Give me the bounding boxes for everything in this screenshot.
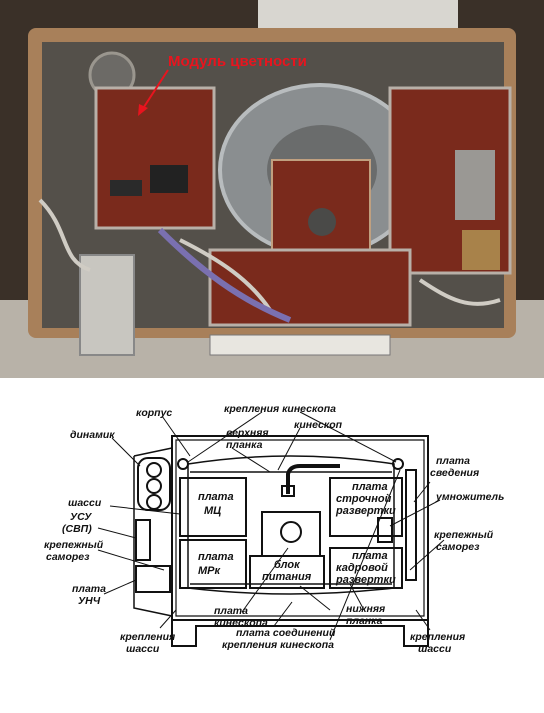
- photo-wall-paper: [258, 0, 458, 30]
- label-kreplenia-kineskopa-top: крепления кинескопа: [224, 403, 336, 415]
- caption-arrow-head: [138, 104, 148, 116]
- anode-cap: [281, 485, 295, 497]
- tv-layout-diagram: плата МЦ плата МРк блок питания плата ст…: [44, 403, 504, 655]
- right-heatsink: [455, 150, 495, 220]
- label-plata-soedineniy: плата соединений: [236, 627, 336, 639]
- left-side-panel: [133, 447, 173, 617]
- label-usu-1: УСУ: [70, 511, 92, 523]
- wire-bundle: [38, 198, 501, 312]
- label-krep-samorez-left-1: крепежный: [44, 539, 104, 551]
- kinescope-board-block: [261, 511, 321, 557]
- label-plata-svedenia-2: сведения: [430, 467, 479, 479]
- label-verhnyaya-1: верхняя: [226, 427, 269, 439]
- label-kineskop: кинескоп: [294, 419, 343, 431]
- line-scan-label-1: плата: [352, 481, 388, 493]
- label-plata-kineskopa-2: кинескопа: [214, 617, 268, 629]
- label-umnozhitel: умножитель: [435, 491, 504, 503]
- label-plata-svedenia-1: плата: [436, 455, 470, 467]
- label-usu-2: (СВП): [62, 523, 92, 535]
- frame-scan-label-2: кадровой: [336, 562, 388, 574]
- frame-scan-block: [329, 547, 403, 589]
- line-scan-block: [329, 477, 403, 537]
- bottom-connector: [209, 334, 391, 356]
- frame-scan-label-3: развертки: [335, 574, 396, 586]
- label-kreplenia-kineskopa-bottom: крепления кинескопа: [222, 639, 334, 651]
- label-kreplenia-shassi-right-1: крепления: [410, 631, 465, 643]
- mc-label-2: МЦ: [204, 505, 221, 517]
- color-module-caption: Модуль цветности: [168, 53, 307, 70]
- label-shassi: шасси: [68, 497, 102, 509]
- pointer-lines: [97, 411, 445, 641]
- line-scan-label-2: строчной: [336, 493, 392, 505]
- label-kreplenia-shassi-left-1: крепления: [120, 631, 175, 643]
- mc-board-block: [179, 477, 247, 537]
- label-krep-samorez-right-1: крепежный: [434, 529, 494, 541]
- cabinet-base: [171, 620, 429, 647]
- label-plata-kineskopa-1: плата: [214, 605, 248, 617]
- multiplier-block: [377, 517, 393, 543]
- right-transformer: [462, 230, 500, 270]
- mrk-board-block: [179, 539, 247, 589]
- color-module-chip: [150, 165, 188, 193]
- kinescope-socket-photo: [308, 208, 336, 236]
- cabinet-rim: [175, 439, 425, 617]
- mc-label-1: плата: [198, 491, 234, 503]
- label-verhnyaya-2: планка: [226, 439, 263, 451]
- speaker-cone: [146, 494, 162, 510]
- purple-cable: [157, 227, 292, 323]
- label-krep-samorez-right-2: саморез: [436, 541, 480, 553]
- kinescope-board-photo: [271, 159, 371, 256]
- kinescope-socket: [280, 521, 302, 543]
- line-scan-label-3: развертки: [335, 505, 396, 517]
- label-kreplenia-shassi-left-2: шасси: [126, 643, 160, 655]
- power-label-2: питания: [262, 571, 312, 583]
- label-krep-samorez-left-2: саморез: [46, 551, 90, 563]
- convergence-board: [405, 469, 417, 581]
- mrk-label-2: МРк: [198, 565, 222, 577]
- label-dinamik: динамик: [70, 429, 115, 441]
- frame-scan-label-1: плата: [352, 550, 388, 562]
- usu-panel: [135, 519, 151, 561]
- power-block: [249, 555, 325, 589]
- speaker-block: [137, 457, 171, 511]
- label-kreplenia-shassi-right-2: шасси: [418, 643, 452, 655]
- mrk-label-1: плата: [198, 551, 234, 563]
- speaker-cone: [146, 478, 162, 494]
- bottom-board: [208, 248, 412, 327]
- label-plata-unch-2: УНЧ: [78, 595, 101, 607]
- unch-board: [135, 565, 171, 593]
- label-plata-unch-1: плата: [72, 583, 106, 595]
- caption-arrow: [141, 69, 169, 111]
- label-korpus: корпус: [136, 407, 172, 419]
- label-nizhnyaya-2: планка: [346, 615, 383, 627]
- anode-cable: [286, 464, 340, 494]
- tv-chassis-photo: Модуль цветности: [0, 0, 544, 378]
- kinescope-mount: [177, 458, 189, 470]
- color-module-board: [94, 86, 216, 230]
- speaker-cone: [146, 462, 162, 478]
- color-module-chip: [110, 180, 142, 196]
- power-label-1: блок: [274, 559, 301, 571]
- label-nizhnyaya-1: нижняя: [346, 603, 385, 615]
